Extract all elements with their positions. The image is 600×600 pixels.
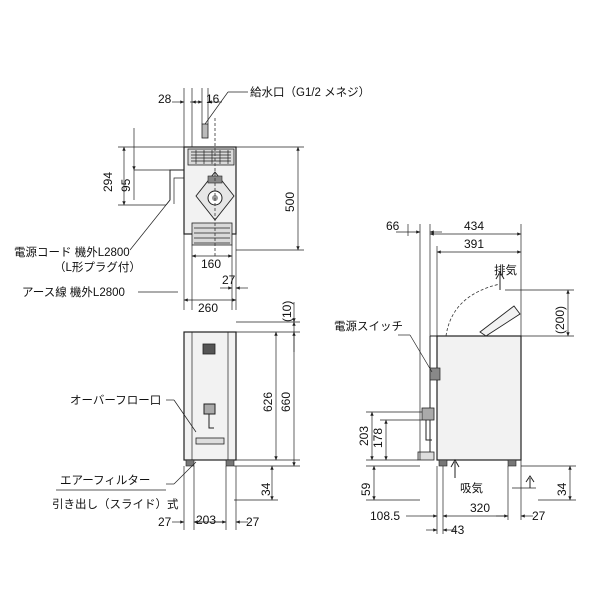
intake-arrow bbox=[450, 458, 460, 478]
dim-391: 391 bbox=[464, 237, 484, 251]
label-air-filter: エアーフィルター bbox=[60, 474, 150, 487]
drip-tray bbox=[195, 437, 225, 445]
label-exhaust: 排気 bbox=[494, 263, 517, 277]
dim-28: 28 bbox=[158, 92, 172, 106]
dim-203-side: 203 bbox=[357, 426, 371, 446]
dim-27-side: 27 bbox=[532, 509, 546, 523]
foot-left bbox=[185, 459, 195, 467]
front-view: (10) 626 660 34 オーバーフロー口 エアーフィルター 引き出し（ス… bbox=[52, 301, 300, 530]
label-power-cord: 電源コード 機外L2800 bbox=[14, 245, 130, 259]
lower-grille bbox=[191, 222, 233, 246]
exhaust-arrow bbox=[495, 270, 505, 290]
dim-34-side: 34 bbox=[555, 482, 569, 496]
front-tap bbox=[203, 403, 216, 415]
dim-66: 66 bbox=[386, 219, 400, 233]
dim-260: 260 bbox=[198, 301, 218, 315]
dim-200: (200) bbox=[553, 306, 567, 334]
label-drawer: 引き出し（スライド）式 bbox=[52, 497, 179, 511]
side-foot-right bbox=[507, 459, 517, 467]
label-water-inlet: 給水口（G1/2 メネジ） bbox=[250, 85, 370, 99]
label-intake: 吸気 bbox=[460, 481, 483, 495]
dim-95: 95 bbox=[119, 178, 133, 192]
label-overflow: オーバーフロー口 bbox=[70, 394, 161, 407]
side-tap bbox=[421, 407, 435, 421]
top-grille bbox=[187, 148, 235, 166]
dim-434: 434 bbox=[464, 219, 484, 233]
lid-open bbox=[479, 305, 521, 337]
dim-34-front: 34 bbox=[259, 482, 273, 496]
dim-294: 294 bbox=[101, 172, 115, 192]
power-switch bbox=[429, 367, 441, 381]
dim-27-right: 27 bbox=[246, 515, 260, 529]
dim-178: 178 bbox=[371, 428, 385, 448]
lid-arc bbox=[445, 283, 501, 337]
dim-43: 43 bbox=[451, 523, 465, 537]
label-earth-wire: アース線 機外L2800 bbox=[22, 285, 125, 299]
dim-16: 16 bbox=[206, 92, 220, 106]
label-plug: （L形プラグ付） bbox=[54, 260, 141, 274]
dim-108-5: 108.5 bbox=[370, 509, 400, 523]
dim-27-top: 27 bbox=[222, 273, 236, 287]
dim-59: 59 bbox=[359, 482, 373, 496]
water-inlet-pipe bbox=[201, 123, 209, 139]
dim-626: 626 bbox=[261, 392, 275, 412]
front-display bbox=[202, 343, 216, 355]
side-view: 排気 吸気 電源スイッチ 66 434 391 (200) 203 bbox=[334, 219, 576, 537]
dim-160: 160 bbox=[201, 257, 221, 271]
dim-203-front: 203 bbox=[196, 513, 216, 527]
foot-right bbox=[225, 459, 235, 467]
top-view: 28 16 給水口（G1/2 メネジ） 294 95 500 電源コード 機外L… bbox=[14, 85, 370, 315]
power-cord-line bbox=[165, 169, 184, 206]
dim-10: (10) bbox=[280, 301, 294, 322]
side-foot-left bbox=[438, 459, 448, 467]
dim-500: 500 bbox=[283, 192, 297, 212]
dim-660: 660 bbox=[279, 392, 293, 412]
dim-320: 320 bbox=[470, 501, 490, 515]
label-power-switch: 電源スイッチ bbox=[334, 319, 403, 333]
side-tray bbox=[417, 451, 435, 461]
dim-27-left: 27 bbox=[158, 515, 172, 529]
side-view-body bbox=[436, 335, 522, 461]
